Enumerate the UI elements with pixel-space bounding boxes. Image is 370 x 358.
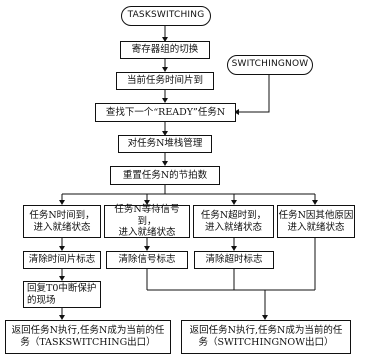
branch-other-box: 任务N因其他原因 进入就绪状态	[277, 205, 355, 238]
restore-context-box: 回复T0中断保护 的现场	[23, 281, 101, 308]
return-left-box: 返回任务N执行,任务N成为当前的任 务（TASKSWITCHING出口）	[5, 320, 171, 354]
reset-ticks-box: 重置任务N的节拍数	[110, 166, 220, 185]
start-terminal: TASKSWITCHING	[121, 6, 211, 26]
clear-timeout-box: 清除超时标志	[194, 251, 274, 269]
branch-overtime-box: 任务N超时到， 进入就绪状态	[193, 205, 274, 238]
return-right-box: 返回任务N执行,任务N成为当前的任 务（SWITCHINGNOW出口）	[181, 320, 351, 354]
timeslice-box: 当前任务时间片到	[116, 72, 214, 90]
find-ready-box: 查找下一个“READY”任务N	[95, 103, 236, 122]
clear-signal-box: 清除信号标志	[106, 251, 188, 269]
arrowhead	[234, 109, 239, 115]
register-switch-box: 寄存器组的切换	[120, 41, 210, 59]
arrowhead	[162, 131, 168, 136]
clear-timeslice-box: 清除时间片标志	[23, 251, 101, 269]
arrowhead	[162, 67, 168, 72]
arrowhead	[162, 161, 168, 166]
arrowhead	[162, 98, 168, 103]
branch-signal-box: 任务N等待信号到， 进入就绪状态	[104, 204, 190, 238]
arrow-switchingnow-to-find	[236, 75, 270, 113]
branch-timeout-box: 任务N时间到， 进入就绪状态	[23, 205, 101, 238]
stack-manage-box: 对任务N堆栈管理	[118, 135, 212, 153]
arrowhead	[162, 37, 168, 42]
switchingnow-terminal: SWITCHINGNOW	[227, 55, 313, 75]
